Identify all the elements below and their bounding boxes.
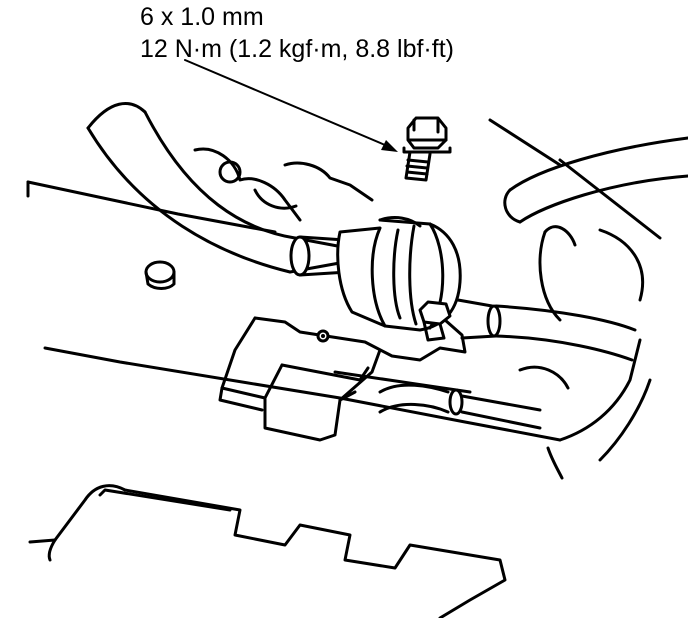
bolt-size-label: 6 x 1.0 mm <box>140 3 264 31</box>
callout-leader-line <box>185 60 398 152</box>
hose-fitting-right <box>458 300 635 360</box>
mounting-bolt-icon <box>404 118 450 180</box>
fuel-hose-right <box>505 138 688 320</box>
clamp-bolt-icon <box>420 302 450 340</box>
body-panel-right <box>520 340 650 478</box>
mounting-bracket <box>195 149 372 220</box>
torque-spec-label: 12 N·m (1.2 kgf·m, 8.8 lbf·ft) <box>140 35 454 63</box>
filter-clamp <box>220 318 465 440</box>
body-frame <box>28 120 660 440</box>
grommet-plug <box>146 262 174 289</box>
fuel-hose-upper <box>88 104 348 272</box>
fuel-filter <box>338 218 460 330</box>
underbody-shield <box>30 486 505 618</box>
fuel-line-lower <box>380 385 540 428</box>
